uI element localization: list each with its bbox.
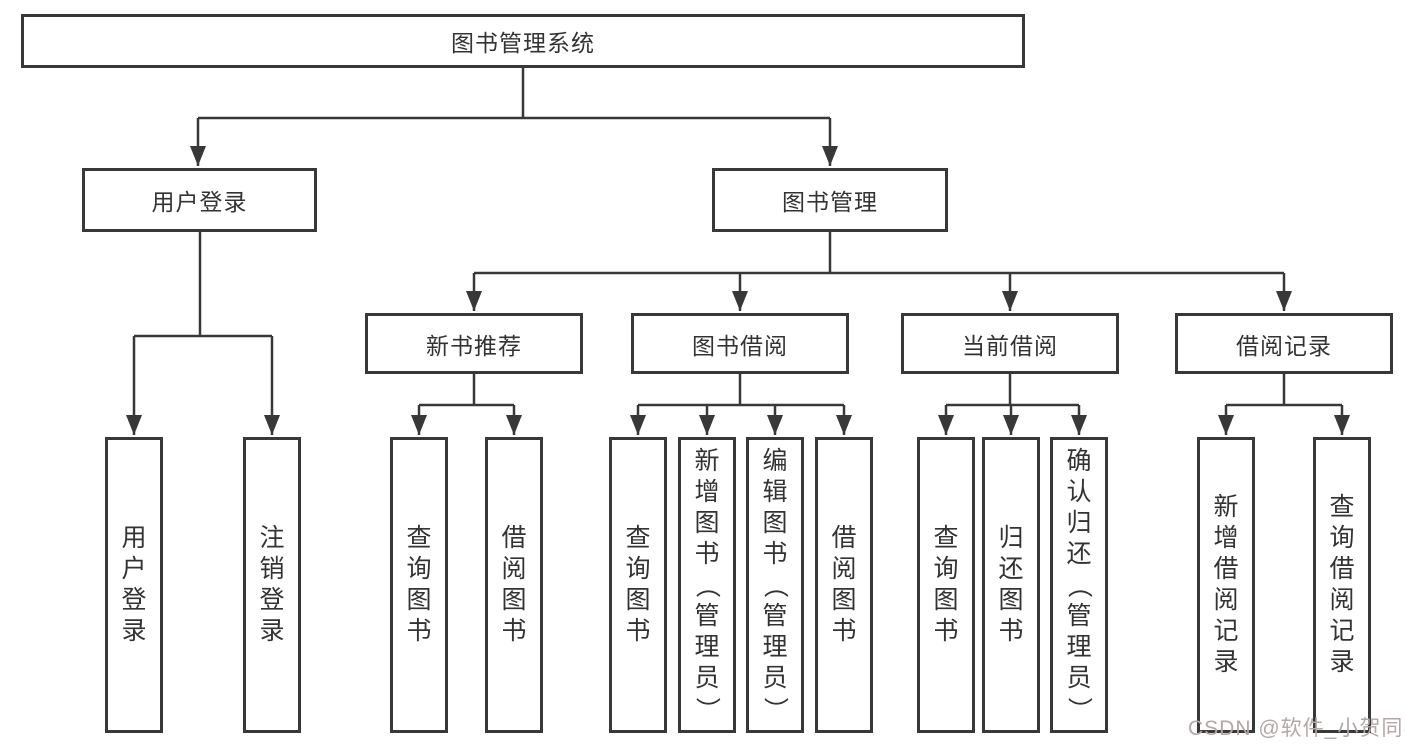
node-current-borrowing: 当前借阅 (901, 313, 1119, 374)
leaf-confirm-return-admin: 确认归还（管理员） (1050, 437, 1108, 733)
node-user-login-branch: 用户登录 (82, 168, 317, 232)
leaf-query-borrow-record: 查询借阅记录 (1313, 437, 1371, 733)
leaf-edit-books-admin: 编辑图书（管理员） (746, 437, 804, 733)
leaf-logout: 注销登录 (243, 437, 301, 733)
node-book-management-branch: 图书管理 (712, 168, 948, 232)
csdn-watermark: CSDN @软件_小贺同学 (1188, 717, 1405, 740)
leaf-query-books-borrow: 查询图书 (609, 437, 667, 733)
node-root-library-system: 图书管理系统 (21, 14, 1025, 68)
leaf-add-books-admin: 新增图书（管理员） (678, 437, 736, 733)
leaf-return-books: 归还图书 (982, 437, 1040, 733)
node-borrowing-records: 借阅记录 (1175, 313, 1393, 374)
leaf-user-login: 用户登录 (105, 437, 163, 733)
leaf-query-books-current: 查询图书 (917, 437, 975, 733)
leaf-add-borrow-record: 新增借阅记录 (1197, 437, 1255, 733)
leaf-borrow-books: 借阅图书 (815, 437, 873, 733)
leaf-query-books-recommend: 查询图书 (390, 437, 448, 733)
leaf-borrow-books-recommend: 借阅图书 (485, 437, 543, 733)
node-book-borrowing: 图书借阅 (631, 313, 849, 374)
node-new-book-recommendation: 新书推荐 (365, 313, 583, 374)
